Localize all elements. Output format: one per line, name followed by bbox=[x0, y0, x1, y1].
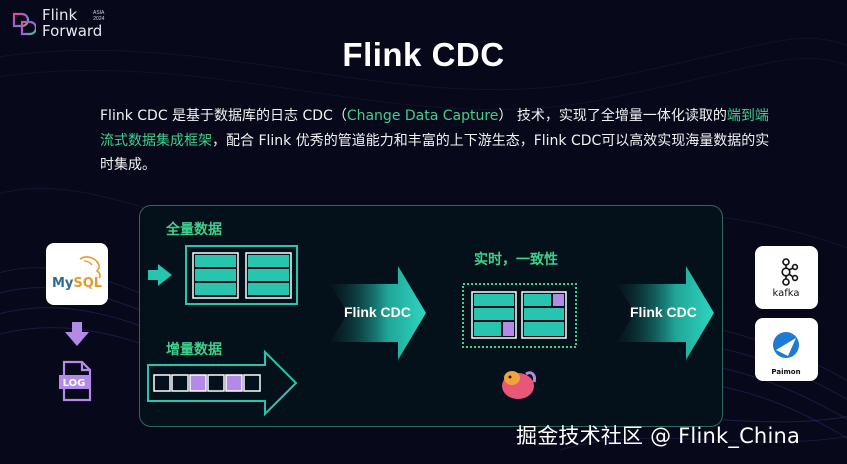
flink-cdc-left-label: Flink CDC bbox=[344, 304, 411, 320]
intro-highlight-framework: 端到端流式数据集成框架 bbox=[100, 108, 769, 149]
flink-forward-logo: Flink Forward ASIA 2024 bbox=[10, 8, 120, 42]
logo-line-1: Flink bbox=[42, 6, 78, 24]
intro-paragraph: Flink CDC 是基于数据库的日志 CDC（Change Data Capt… bbox=[100, 104, 770, 178]
full-data-label: 全量数据 bbox=[166, 222, 222, 238]
mysql-source-box: MySQL bbox=[46, 243, 108, 305]
flink-cdc-right-label: Flink CDC bbox=[630, 304, 697, 320]
incremental-data-arrow bbox=[147, 349, 298, 417]
incremental-data-label: 增量数据 bbox=[166, 342, 222, 358]
paimon-sink-box: Paimon bbox=[755, 318, 818, 381]
mysql-label: MySQL bbox=[52, 276, 102, 291]
log-label: LOG bbox=[63, 378, 86, 389]
flink-cdc-arrow-right bbox=[617, 266, 714, 360]
kafka-sink-box: kafka bbox=[755, 246, 818, 309]
logo-line-2: Forward bbox=[42, 22, 103, 40]
paimon-label: Paimon bbox=[771, 368, 800, 376]
intro-highlight-cdc: Change Data Capture bbox=[346, 108, 499, 124]
watermark-text: 掘金技术社区 @ Flink_China bbox=[516, 424, 801, 448]
small-right-arrow-icon bbox=[148, 264, 172, 286]
consistency-label: 实时，一致性 bbox=[474, 252, 558, 268]
kafka-label: kafka bbox=[772, 288, 799, 299]
down-arrow-icon bbox=[65, 322, 89, 346]
intro-text-1: Flink CDC 是基于数据库的日志 CDC（ bbox=[100, 108, 347, 124]
kafka-icon bbox=[781, 258, 799, 286]
consistent-data-block bbox=[462, 283, 577, 348]
intro-text-3: ，配合 Flink 优秀的管道能力和丰富的上下游生态，Flink CDC可以高效… bbox=[100, 132, 770, 174]
page-title: Flink CDC bbox=[342, 36, 505, 73]
logo-badge-line-1: ASIA bbox=[93, 10, 105, 16]
flink-logo-icon bbox=[12, 12, 36, 36]
flink-squirrel-icon bbox=[502, 371, 536, 399]
cdc-diagram-panel bbox=[139, 205, 723, 427]
log-file-icon: LOG bbox=[59, 360, 92, 402]
intro-text-2: ） 技术，实现了全增量一体化读取的 bbox=[498, 108, 727, 124]
flink-cdc-arrow-left bbox=[330, 266, 426, 360]
mysql-icon: MySQL bbox=[52, 256, 102, 291]
full-data-block bbox=[185, 245, 298, 305]
paimon-icon bbox=[773, 332, 799, 358]
logo-badge-line-2: 2024 bbox=[93, 16, 105, 22]
